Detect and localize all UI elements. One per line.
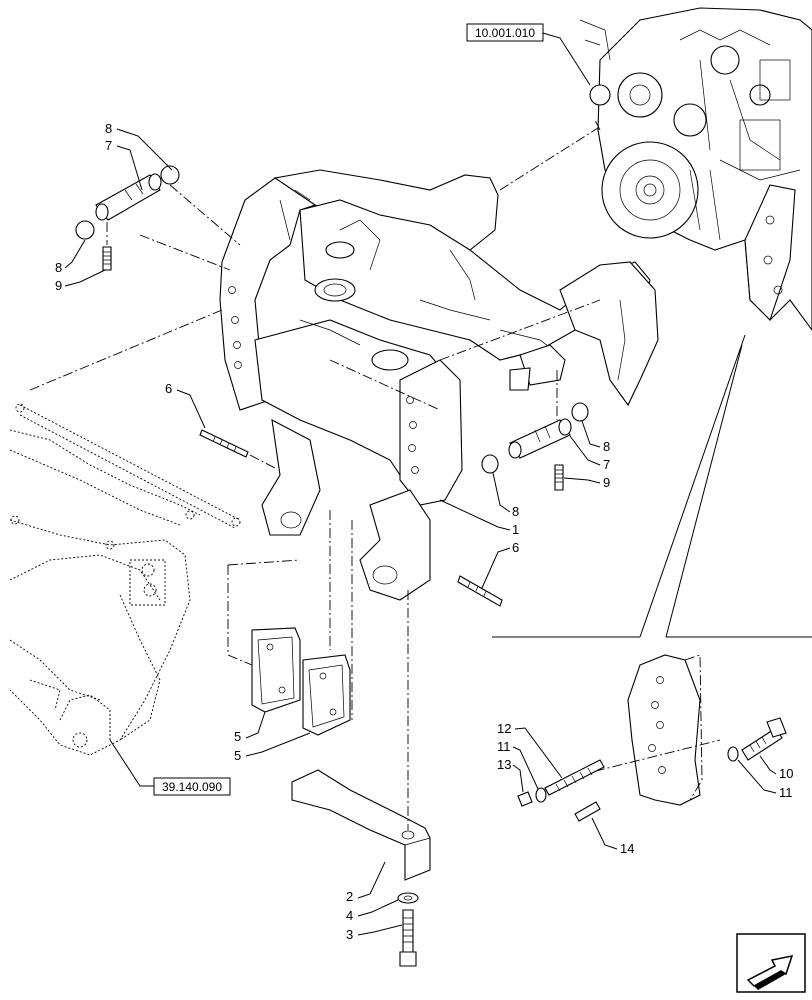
front-axle-support (219, 169, 659, 601)
callout-11-left: 11 (497, 739, 511, 754)
callout-3: 3 (346, 927, 353, 942)
callout-7-top: 7 (105, 138, 112, 153)
next-page-arrow-icon[interactable] (736, 933, 806, 993)
callout-13: 13 (497, 757, 511, 772)
detail-inset (492, 334, 812, 822)
callout-4: 4 (346, 908, 353, 923)
callout-7-right: 7 (603, 457, 610, 472)
callout-6-left: 6 (165, 381, 172, 396)
callouts: 8 7 8 9 6 8 7 9 8 1 6 5 5 2 4 3 12 11 (55, 121, 793, 942)
callout-12: 12 (497, 721, 511, 736)
callout-11-right: 11 (779, 785, 793, 800)
reference-label-frame: 39.140.090 (162, 780, 222, 794)
assembly-lines (29, 127, 601, 411)
callout-6-right: 6 (512, 540, 519, 555)
callout-9-right: 9 (603, 475, 610, 490)
callout-2: 2 (346, 889, 353, 904)
pin-assembly-left (75, 165, 241, 271)
reference-label-engine: 10.001.010 (475, 26, 535, 40)
front-frame-ghost (9, 403, 241, 756)
reference-box-frame[interactable]: 39.140.090 (109, 739, 231, 796)
pads (227, 510, 353, 736)
pin-assembly-right (481, 370, 589, 491)
reference-box-engine[interactable]: 10.001.010 (466, 23, 591, 86)
engine-assembly (579, 7, 812, 331)
callout-9-left: 9 (55, 278, 62, 293)
callout-8-right-top: 8 (603, 439, 610, 454)
callout-8-right-bottom: 8 (512, 504, 519, 519)
callout-8-top: 8 (105, 121, 112, 136)
callout-5-top: 5 (234, 729, 241, 744)
callout-5-bottom: 5 (234, 748, 241, 763)
callout-10: 10 (779, 766, 793, 781)
callout-1: 1 (512, 522, 519, 537)
callout-8-left: 8 (55, 260, 62, 275)
counterweight (291, 590, 431, 967)
bolt-right (457, 575, 503, 607)
bolt-left (199, 429, 276, 469)
callout-14: 14 (620, 841, 634, 856)
